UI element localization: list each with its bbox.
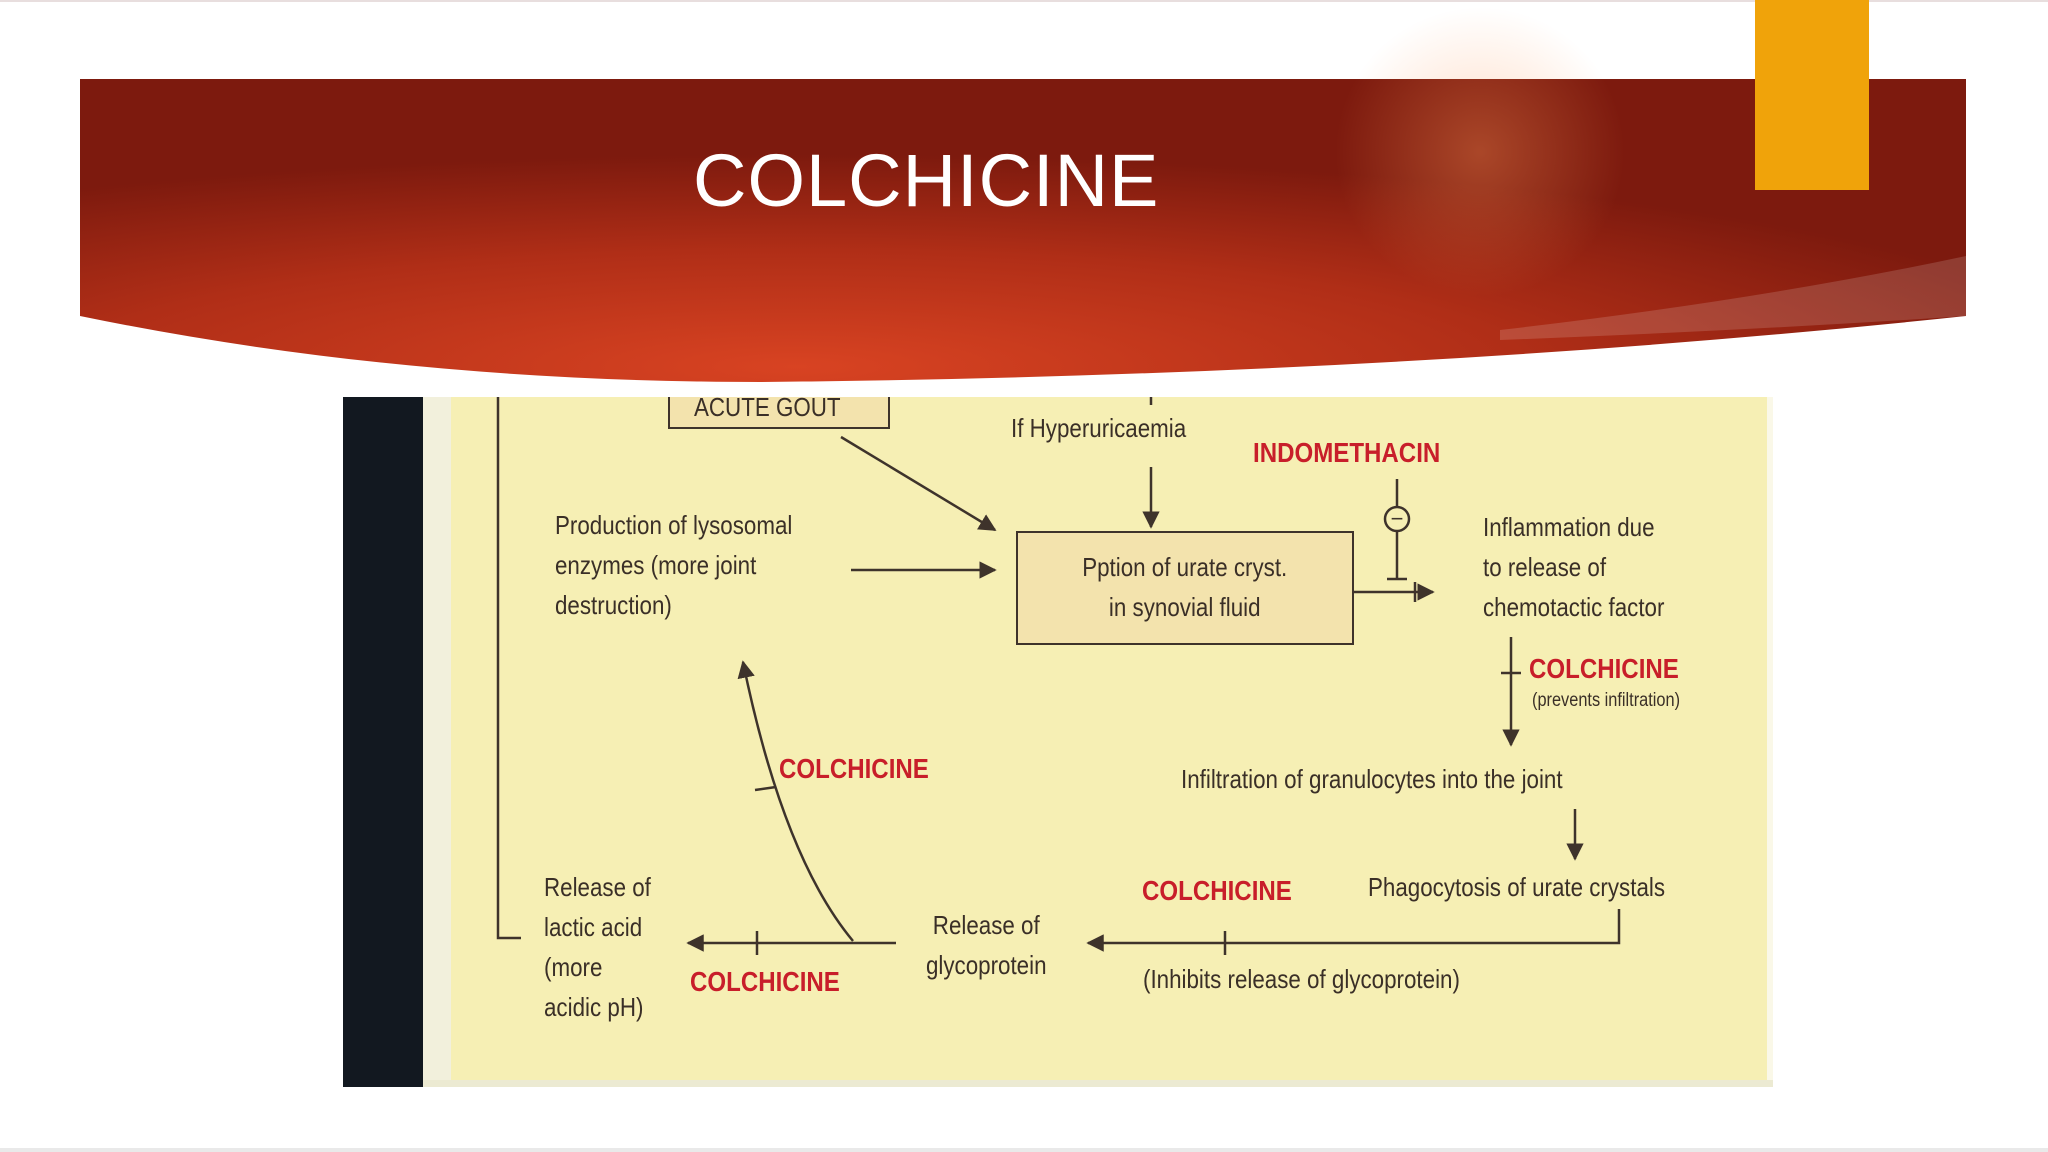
feedback-line (496, 397, 521, 940)
indomethacin-label: INDOMETHACIN (1253, 437, 1441, 468)
prevents-infiltration-note: (prevents infiltration) (1532, 690, 1681, 711)
colchicine-label-lysosomal: COLCHICINE (779, 753, 929, 784)
release-glycoprotein-label: Release of glycoprotein (925, 910, 1047, 980)
arrow-gout-to-urate (840, 435, 997, 532)
figure-bottom-edge (423, 1080, 1773, 1087)
title-banner (80, 7, 1966, 382)
inhibit-symbol: − (1391, 506, 1404, 531)
block-mark-lysosomal (754, 785, 777, 792)
colchicine-label-glycoprotein: COLCHICINE (1142, 875, 1292, 906)
infiltration-label: Infiltration of granulocytes into the jo… (1181, 764, 1563, 794)
gout-pathway-figure: − ACUTE GOUT If Hyperuricaemia INDOMETHA… (343, 397, 1773, 1087)
urate-crystal-label: Pption of urate cryst. in synovial fluid (1082, 552, 1288, 622)
figure-right-edge (1767, 397, 1773, 1087)
colchicine-label-infiltration: COLCHICINE (1529, 653, 1679, 684)
arrow-curve-to-lysosomal (737, 660, 854, 942)
accent-tab (1755, 0, 1869, 190)
colchicine-label-lactic: COLCHICINE (690, 966, 840, 997)
bottom-border-strip (0, 1148, 2048, 1152)
acute-gout-box: ACUTE GOUT (668, 397, 890, 429)
indomethacin-inhibitor-line (1387, 479, 1407, 581)
lysosomal-enzymes-label: Production of lysosomal enzymes (more jo… (555, 510, 793, 620)
acute-gout-label: ACUTE GOUT (694, 397, 841, 422)
figure-left-dark-bar (343, 397, 423, 1087)
hyperuricaemia-label: If Hyperuricaemia (1011, 413, 1187, 443)
arrow-phagocytosis-to-glycoprotein (1086, 909, 1621, 952)
urate-crystal-box: Pption of urate cryst. in synovial fluid (1016, 531, 1354, 645)
diagram-arrows: − (496, 397, 1621, 955)
phagocytosis-label: Phagocytosis of urate crystals (1368, 872, 1666, 902)
top-border-line (0, 0, 2048, 2)
indomethacin-inhibit-circle (1383, 505, 1411, 533)
figure-left-gap (423, 397, 451, 1087)
release-lactic-acid-label: Release of lactic acid (more acidic pH) (544, 872, 651, 1022)
inflammation-label: Inflammation due to release of chemotact… (1483, 512, 1665, 622)
slide-title: COLCHICINE (693, 138, 1160, 222)
inhibits-release-note: (Inhibits release of glycoprotein) (1143, 964, 1460, 994)
